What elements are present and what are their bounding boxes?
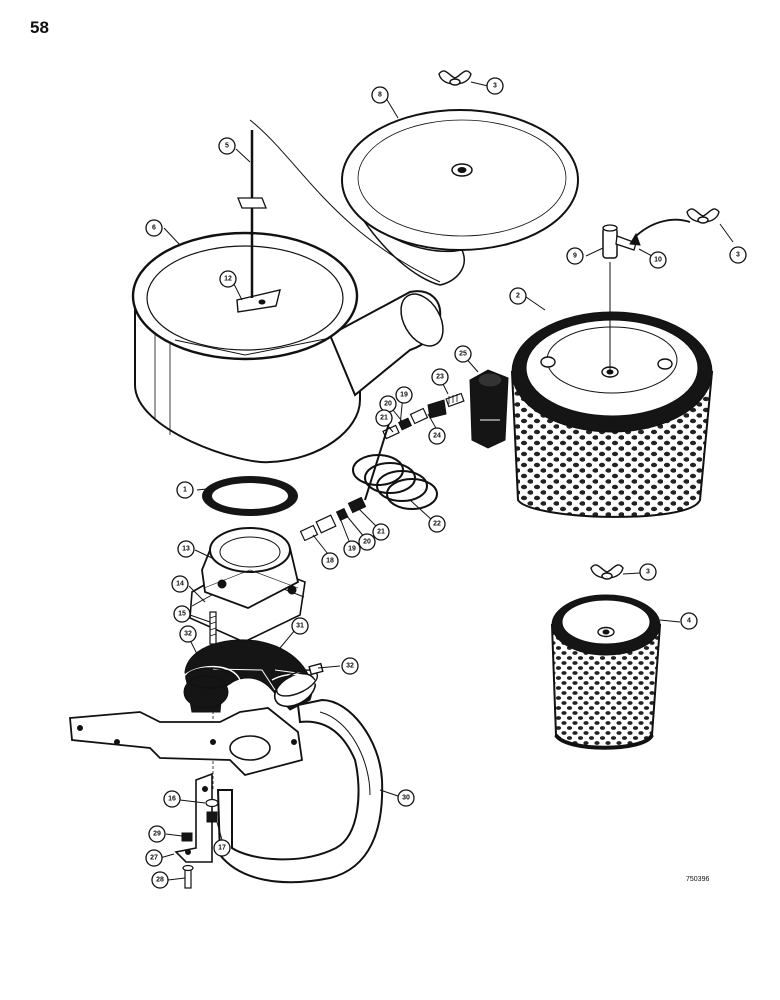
callout-10: 10 (649, 251, 667, 269)
callout-19-lower: 19 (343, 540, 361, 558)
callouts: 1 2 3 3 3 4 5 6 8 9 10 12 13 14 15 16 17… (145, 77, 747, 889)
callout-label: 32 (346, 663, 354, 670)
callout-label: 13 (182, 546, 190, 553)
callout-24: 24 (428, 427, 446, 445)
callout-21-upper: 21 (375, 409, 393, 427)
elbow-adapter-drawing (189, 527, 306, 643)
callout-label: 27 (150, 855, 158, 862)
callout-6: 6 (145, 219, 163, 237)
callout-label: 30 (402, 795, 410, 802)
callout-3-lower: 3 (639, 563, 657, 581)
callout-label: 4 (687, 618, 691, 625)
callout-12: 12 (219, 270, 237, 288)
hose-elbow-drawing (183, 639, 321, 713)
callout-label: 17 (218, 845, 226, 852)
callout-27: 27 (145, 849, 163, 867)
hose-clamp-drawings (185, 662, 324, 697)
callout-25: 25 (454, 345, 472, 363)
callout-15: 15 (173, 605, 191, 623)
callout-32-right: 32 (341, 657, 359, 675)
callout-label: 21 (380, 415, 388, 422)
callout-2: 2 (509, 287, 527, 305)
callout-label: 3 (736, 252, 740, 259)
callout-label: 6 (152, 225, 156, 232)
inner-filter-drawing (550, 594, 662, 750)
callout-label: 31 (296, 623, 304, 630)
callout-20-lower: 20 (358, 533, 376, 551)
page-number: 58 (30, 18, 49, 37)
cover-drawing (249, 109, 579, 286)
callout-label: 18 (326, 558, 334, 565)
coiled-tube-drawing (352, 419, 438, 510)
callout-label: 23 (436, 374, 444, 381)
callout-32-left: 32 (179, 625, 197, 643)
fitting-drawings (299, 407, 429, 542)
callout-label: 10 (654, 257, 662, 264)
callout-label: 3 (493, 83, 497, 90)
callout-label: 5 (225, 143, 229, 150)
callout-29: 29 (148, 825, 166, 843)
outer-filter-drawing (510, 262, 714, 518)
callout-9: 9 (566, 247, 584, 265)
callout-label: 16 (168, 796, 176, 803)
callout-label: 28 (156, 877, 164, 884)
callout-label: 25 (459, 351, 467, 358)
callout-label: 19 (400, 392, 408, 399)
callout-label: 8 (378, 92, 382, 99)
callout-8: 8 (371, 86, 389, 104)
callout-5: 5 (218, 137, 236, 155)
callout-3-top: 3 (486, 77, 504, 95)
callout-label: 32 (184, 631, 192, 638)
air-cleaner-body-drawing (131, 130, 444, 464)
callout-30: 30 (397, 789, 415, 807)
callout-21-lower: 21 (372, 523, 390, 541)
wing-nut-drawings (438, 70, 720, 580)
callout-label: 3 (646, 569, 650, 576)
callout-13: 13 (177, 540, 195, 558)
callout-19-upper: 19 (395, 386, 413, 404)
callout-23: 23 (431, 368, 449, 386)
leader-lines (159, 81, 734, 881)
callout-label: 2 (516, 293, 520, 300)
callout-22: 22 (428, 515, 446, 533)
callout-label: 29 (153, 831, 161, 838)
callout-28: 28 (151, 871, 169, 889)
callout-label: 1 (183, 487, 187, 494)
callout-3-right: 3 (729, 246, 747, 264)
callout-17: 17 (213, 839, 231, 857)
callout-14: 14 (171, 575, 189, 593)
callout-4: 4 (680, 612, 698, 630)
indicator-drawing (602, 218, 691, 259)
callout-31: 31 (291, 617, 309, 635)
callout-label: 22 (433, 521, 441, 528)
callout-label: 20 (384, 401, 392, 408)
callout-label: 20 (363, 539, 371, 546)
callout-label: 12 (224, 276, 232, 283)
callout-label: 21 (377, 529, 385, 536)
callout-label: 14 (176, 581, 184, 588)
restriction-indicator-drawing (427, 369, 509, 449)
callout-1: 1 (176, 481, 194, 499)
gasket-drawing (202, 476, 298, 516)
callout-18: 18 (321, 552, 339, 570)
bracket-drawing (69, 707, 304, 889)
callout-label: 24 (433, 433, 441, 440)
callout-label: 9 (573, 253, 577, 260)
callout-16: 16 (163, 790, 181, 808)
figure-code: 750396 (686, 876, 710, 883)
callout-label: 19 (348, 546, 356, 553)
callout-label: 15 (178, 611, 186, 618)
